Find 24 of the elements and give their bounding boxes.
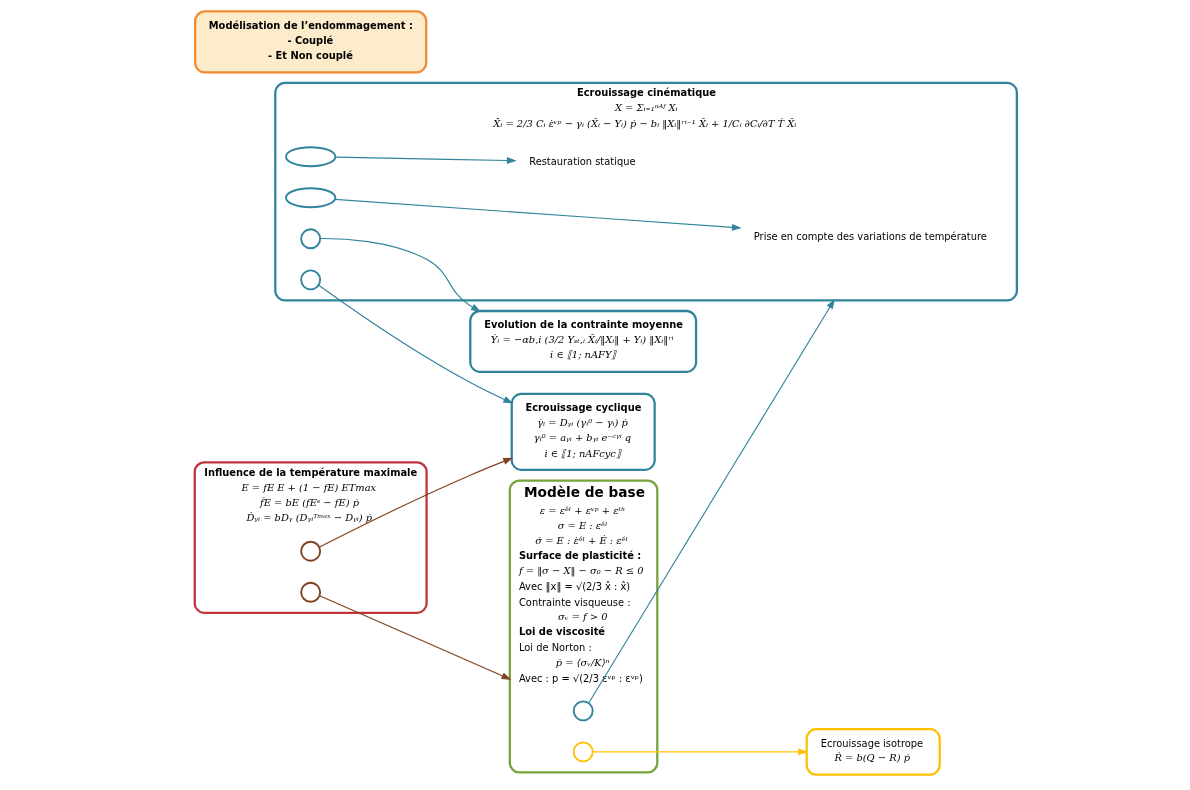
node-circle — [572, 741, 594, 763]
arrow — [317, 284, 513, 404]
node-circle — [299, 269, 321, 291]
node-box: Ecrouissage cyclique γ̇ᵢ = Dᵧᵢ (γᵢ⁰ − γᵢ) ṗ γᵢ⁰ = aᵧᵢ + bᵧᵢ e⁻ᶜᵞⁱ q i ∈ ⟦1; nAFcyc⟧ — [510, 392, 656, 471]
arrow — [318, 457, 513, 548]
node-circle — [572, 700, 594, 722]
node-box: Ecrouissage isotrope Ṙ = b(Q − R) ṗ — [805, 727, 941, 776]
arrow — [318, 595, 511, 680]
node-circle — [299, 581, 321, 603]
arrow — [319, 237, 481, 312]
node-ellipse — [284, 187, 336, 209]
node-box: Modélisation de l’endommagement : - Couplé - Et Non couplé — [193, 10, 427, 74]
node-ellipse — [284, 146, 336, 168]
node-box: Evolution de la contrainte moyenne Ẏᵢ = −αb,i (3/2 Yₛₜ,ᵢ X̂ᵢ/‖Xᵢ‖ + Yᵢ) ‖Xᵢ‖ʳⁱ i ∈ ⟦1; nAFY⟧ — [468, 309, 697, 373]
arrow — [334, 198, 742, 231]
cluster: Modèle de base ε = εᵉ́ˡ + εᵛᵖ + εᵗʰ σ = E : εᵉ́ˡ σ̇ = E : ε̇ᵉ́ˡ + Ė : εᵉ́ˡ Surface de plasticité : f = ‖σ − X‖ − σ₀ − R ≤ 0 Avec ‖x‖ = √(2/3 x̂ : x̂) Contrainte visqueuse : σᵥ = f > 0 Loi de viscosité Loi de Norton : ṗ = ⟨σᵥ/K⟩ⁿ Avec : p = √(2/3 εᵛᵖ : εᵛᵖ) — [508, 479, 658, 774]
arrow — [334, 156, 517, 164]
node-circle — [299, 228, 321, 250]
node-circle — [299, 540, 321, 562]
cluster: Influence de la température maximale E = fE E + (1 − fE) ETmax ḟE = bE (fEˢ − fE) ṗ Ḋᵧᵢ = bDᵧ (Dᵧᵢᵀᵐᵃˣ − Dᵧᵢ) ṗ — [193, 461, 428, 614]
node-text: Restauration statique — [528, 155, 635, 167]
arrow — [587, 298, 835, 704]
node-text: Prise en compte des variations de température — [753, 230, 987, 242]
arrow — [591, 748, 808, 756]
